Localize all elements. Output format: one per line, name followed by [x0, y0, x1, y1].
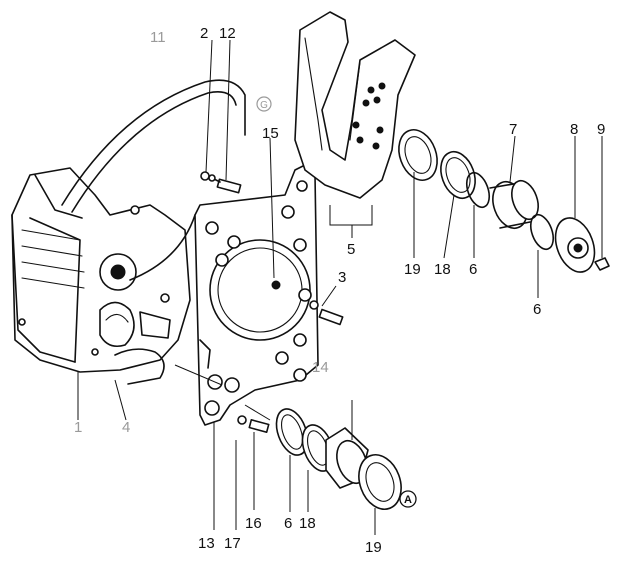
- callout-9: 9: [597, 121, 605, 138]
- callout-18-upper: 18: [434, 261, 451, 278]
- bracket-holes: [352, 82, 386, 150]
- callout-11: 11: [150, 29, 166, 46]
- nut-9: [594, 257, 610, 271]
- callout-6-right: 6: [533, 301, 541, 318]
- bolt-16: [237, 415, 270, 433]
- flange-8: [554, 217, 596, 273]
- callout-3: 3: [338, 269, 346, 286]
- callout-5: 5: [347, 241, 355, 258]
- callout-4: 4: [122, 419, 130, 436]
- marker-g-label: G: [260, 100, 268, 111]
- gasket-cover-plate: [194, 164, 319, 426]
- callout-6-upper: 6: [469, 261, 477, 278]
- callout-17: 17: [224, 535, 241, 552]
- seal-ring-19-upper: [398, 129, 438, 181]
- callout-19-upper: 19: [404, 261, 421, 278]
- marker-a-label: A: [404, 494, 412, 506]
- callout-16: 16: [245, 515, 262, 532]
- bolt-3: [309, 300, 344, 326]
- callout-6-lower: 6: [284, 515, 292, 532]
- callout-12: 12: [219, 25, 236, 42]
- washer-2: [200, 171, 216, 182]
- marker-a: A: [399, 490, 417, 508]
- callout-2: 2: [200, 25, 208, 42]
- ring-18-upper: [440, 150, 476, 200]
- snap-ring-6-right: [529, 213, 555, 251]
- callout-13: 13: [198, 535, 215, 552]
- seal-ring-19-lower: [358, 454, 402, 510]
- snap-ring-6-upper: [465, 171, 491, 209]
- callout-1: 1: [74, 419, 82, 436]
- callout-19-lower: 19: [365, 539, 382, 556]
- marker-g: G: [256, 96, 272, 112]
- bearing-7: [489, 179, 539, 230]
- ring-6-lower: [275, 408, 309, 456]
- gearbox-housing: [11, 167, 191, 385]
- bracket: [294, 11, 416, 199]
- belt: [61, 79, 246, 281]
- bolt-12: [211, 177, 242, 194]
- callout-14: 14: [312, 359, 329, 376]
- callout-7: 7: [509, 121, 517, 138]
- callout-18-lower: 18: [299, 515, 316, 532]
- callout-15: 15: [262, 125, 279, 142]
- gasket-bolt-holes: [204, 180, 312, 416]
- callout-8: 8: [570, 121, 578, 138]
- leader-lines: [77, 39, 603, 535]
- callout-labels: 11 2 12 15 3 5 19 18 6 7 8 9 6 1 4 13 17…: [74, 25, 605, 556]
